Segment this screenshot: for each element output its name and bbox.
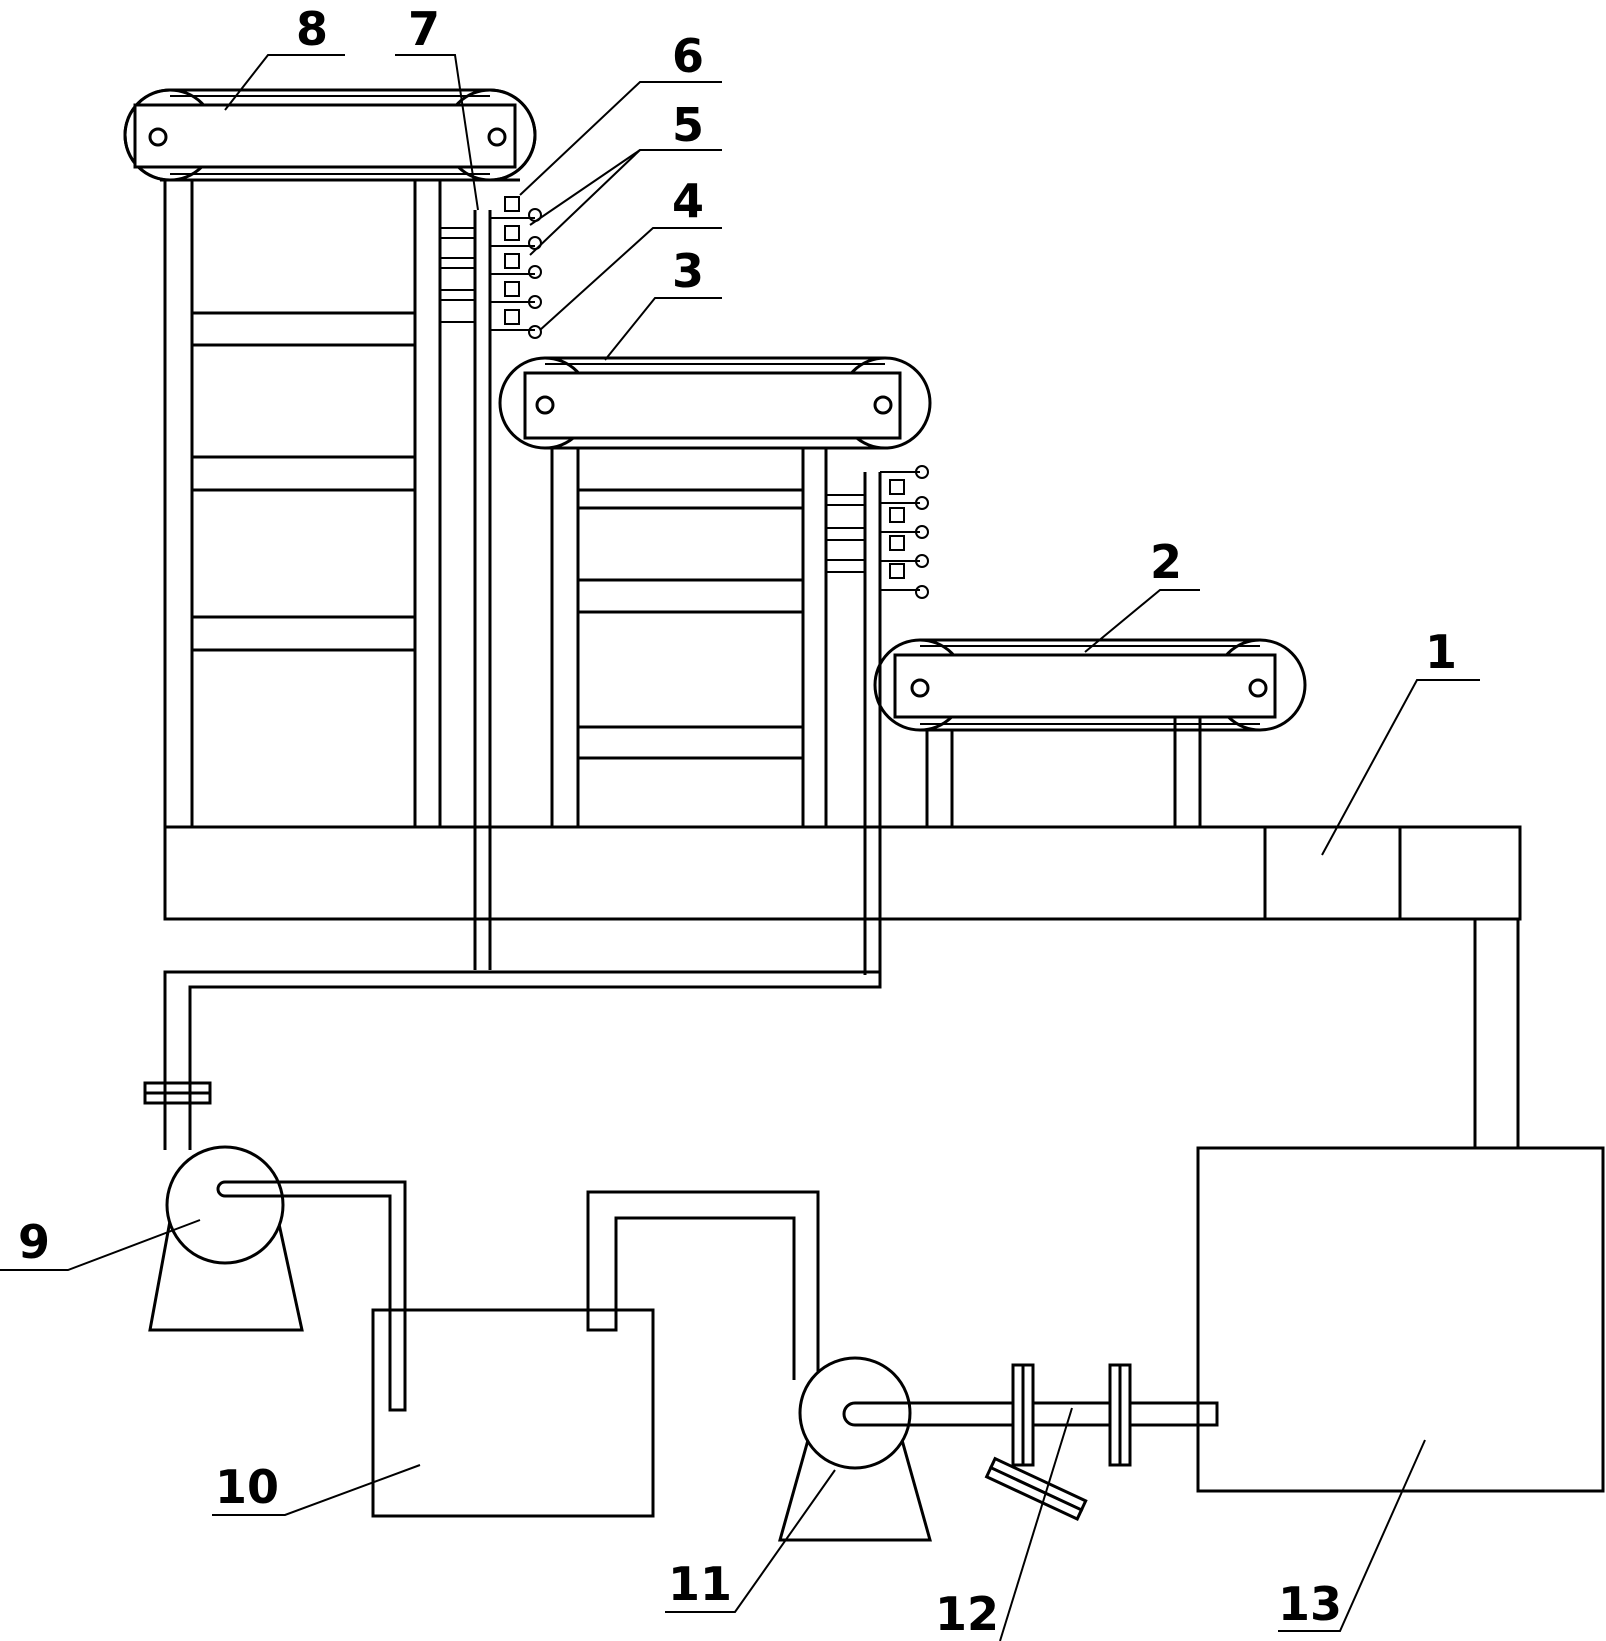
supply-pipe [143,970,882,1150]
part-labels: 1 2 3 4 5 6 7 8 9 10 11 12 13 [18,2,1457,1641]
label-1: 1 [1425,625,1457,679]
flange-12 [984,1363,1132,1521]
lower-spray-assembly [826,465,929,975]
conveyor-8 [123,88,537,182]
tall-frame [160,178,520,827]
label-7: 7 [408,2,440,56]
label-10: 10 [215,1460,279,1514]
label-11: 11 [668,1557,732,1611]
label-3: 3 [672,244,704,298]
pump-11 [778,1356,1219,1542]
label-2: 2 [1150,535,1182,589]
label-13: 13 [1278,1577,1342,1631]
leader-lines [0,54,1480,1641]
label-9: 9 [18,1215,50,1269]
label-12: 12 [935,1587,999,1641]
middle-frame [550,448,828,827]
tank-10 [371,1190,835,1518]
tank-13 [1196,919,1605,1493]
conveyor-3 [498,356,932,450]
label-4: 4 [672,174,704,228]
upper-spray-assembly [440,196,542,970]
pump-9 [148,1145,407,1412]
label-6: 6 [672,29,704,83]
label-8: 8 [296,2,328,56]
conveyor-2 [873,638,1307,827]
base-platform [163,825,1522,921]
label-5: 5 [672,98,704,152]
